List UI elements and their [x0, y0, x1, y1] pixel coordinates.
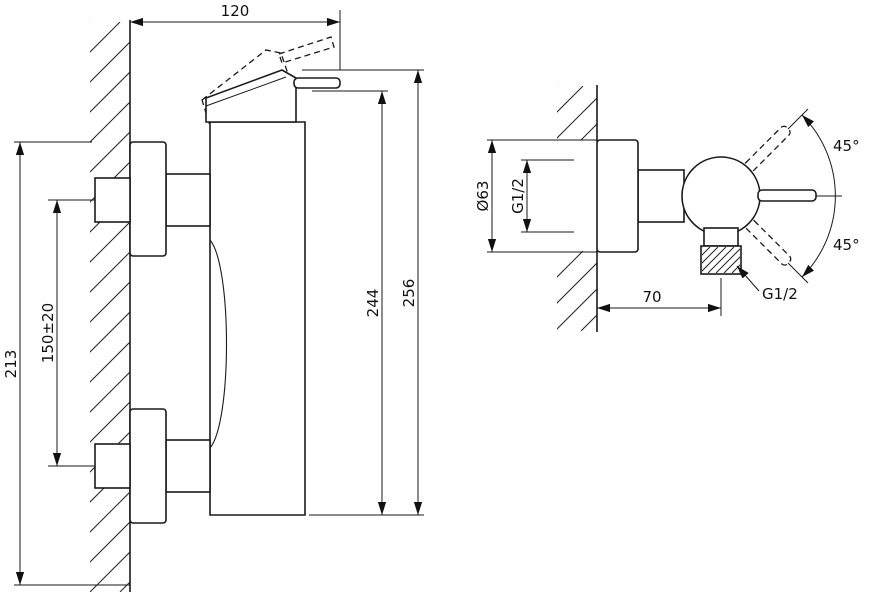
dim-256-label: 256: [400, 279, 418, 308]
handle-head: [205, 69, 297, 123]
mount-escutcheon-bottom: [129, 408, 167, 524]
lever-horizontal: [757, 189, 817, 202]
faucet-body: [209, 121, 306, 516]
wall-hatch-right-lower: [557, 251, 597, 331]
mount-wall-block-top: [94, 177, 131, 223]
leader-g12-outlet: [736, 265, 760, 292]
mount-wall-block-bottom: [94, 443, 131, 489]
dim-g12-wall-label: G1/2: [509, 178, 527, 214]
front-view: 45° 45°: [557, 85, 860, 332]
wall-hatch-left: [90, 22, 130, 592]
angle-ref-lower: [787, 262, 809, 284]
mount-escutcheon-top: [129, 141, 167, 257]
mount-neck-top: [165, 173, 211, 227]
side-view-dimensions: 120 256 244 213 150±20: [2, 2, 424, 586]
handle-lever: [293, 77, 341, 89]
side-view: [90, 20, 341, 592]
angle-lower-label: 45°: [833, 236, 860, 254]
lever-dashed-down: [744, 218, 792, 266]
dim-120-label: 120: [221, 2, 250, 20]
lever-dashed-up: [743, 125, 791, 173]
dim-63-label: Ø63: [474, 181, 492, 212]
dim-213-label: 213: [2, 350, 20, 379]
dim-70-label: 70: [642, 288, 661, 306]
front-view-dimensions: Ø63 G1/2 70 G1/2: [474, 139, 798, 316]
dim-g12-outlet-label: G1/2: [762, 285, 798, 303]
angle-upper-label: 45°: [833, 137, 860, 155]
valve-escutcheon: [596, 139, 639, 253]
body-contour-curve: [209, 239, 227, 449]
valve-body: [681, 156, 761, 236]
dim-150-label: 150±20: [39, 303, 57, 363]
angle-ref-upper: [787, 108, 809, 130]
outlet-shoulder: [703, 227, 739, 247]
angle-arc: [801, 114, 836, 278]
mount-neck-bottom: [165, 439, 211, 493]
valve-neck: [637, 169, 685, 223]
outlet-thread-hatch: [702, 247, 740, 273]
dim-244-label: 244: [364, 289, 382, 318]
wall-hatch-right-upper: [557, 86, 597, 140]
handle-head-seam: [205, 76, 287, 107]
handle-lever-dashed: [278, 36, 335, 64]
